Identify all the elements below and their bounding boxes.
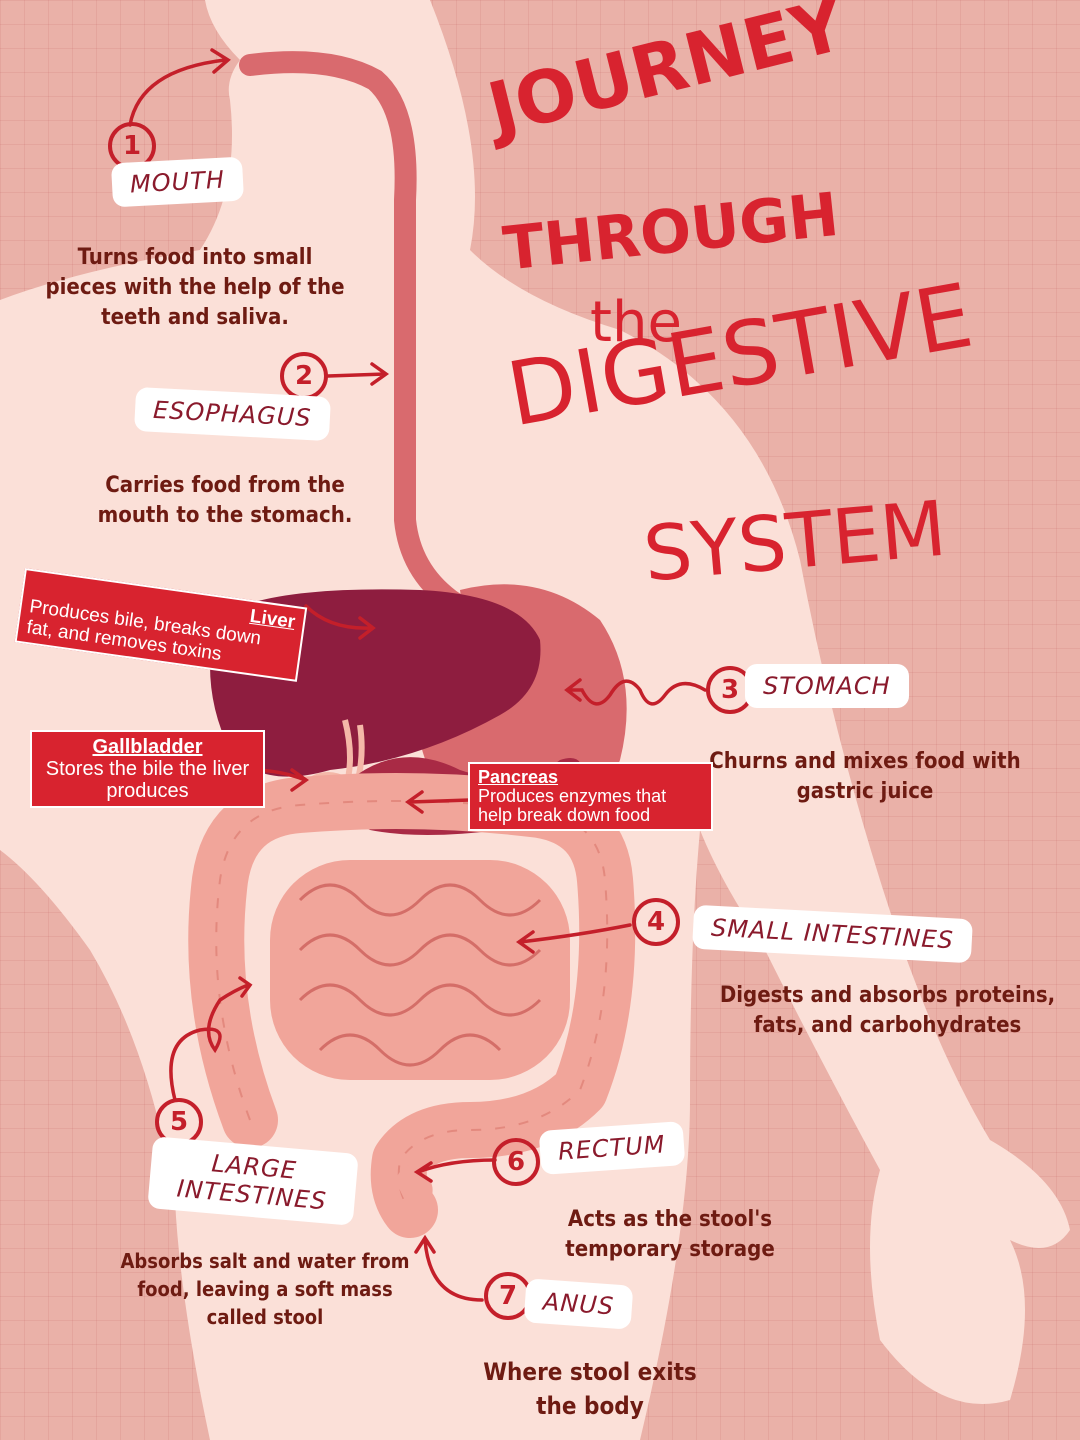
small-intestine-mass (270, 860, 570, 1080)
arrow-large-intestine (169, 976, 253, 1102)
rectum-description: Acts as the stool's temporary storage (565, 1207, 775, 1262)
mouth-label: MOUTH (110, 156, 244, 208)
arrow-small-intestine (515, 923, 632, 954)
pancreas-callout-text: Produces enzymes that help break down fo… (478, 786, 667, 825)
arrow-rectum (413, 1158, 497, 1183)
arrow-stomach (564, 678, 707, 706)
stomach-label: STOMACH (745, 664, 909, 708)
arrow-mouth (128, 48, 231, 127)
anus-description: Where stool exits the body (483, 1358, 697, 1420)
pancreas-callout-title: Pancreas (478, 767, 559, 787)
arrow-anus (414, 1234, 484, 1302)
gallbladder-callout-text: Stores the bile the liver produces (45, 758, 250, 802)
gallbladder-callout: Gallbladder Stores the bile the liver pr… (30, 730, 265, 808)
arrow-pancreas (404, 790, 472, 814)
mouth-description: Turns food into small pieces with the he… (45, 245, 345, 330)
small-intestines-description: Digests and absorbs proteins, fats, and … (719, 983, 1056, 1038)
anus-label: ANUS (523, 1278, 634, 1330)
pancreas-callout: Pancreas Produces enzymes that help brea… (468, 762, 713, 831)
step-number-2: 2 (280, 352, 328, 400)
esophagus-description: Carries food from the mouth to the stoma… (97, 473, 353, 528)
small-intestine-coils (298, 883, 542, 1067)
title-the: the (590, 290, 682, 355)
large-intestine-outline (215, 800, 609, 1211)
stomach-description: Churns and mixes food with gastric juice (709, 749, 1021, 804)
arrow-liver (304, 604, 376, 640)
large-intestines-description: Absorbs salt and water from food, leavin… (120, 1249, 410, 1329)
step-number-6: 6 (492, 1138, 540, 1186)
gallbladder-callout-title: Gallbladder (92, 736, 203, 758)
step-number-4: 4 (632, 898, 680, 946)
arrow-esophagus (326, 362, 390, 386)
